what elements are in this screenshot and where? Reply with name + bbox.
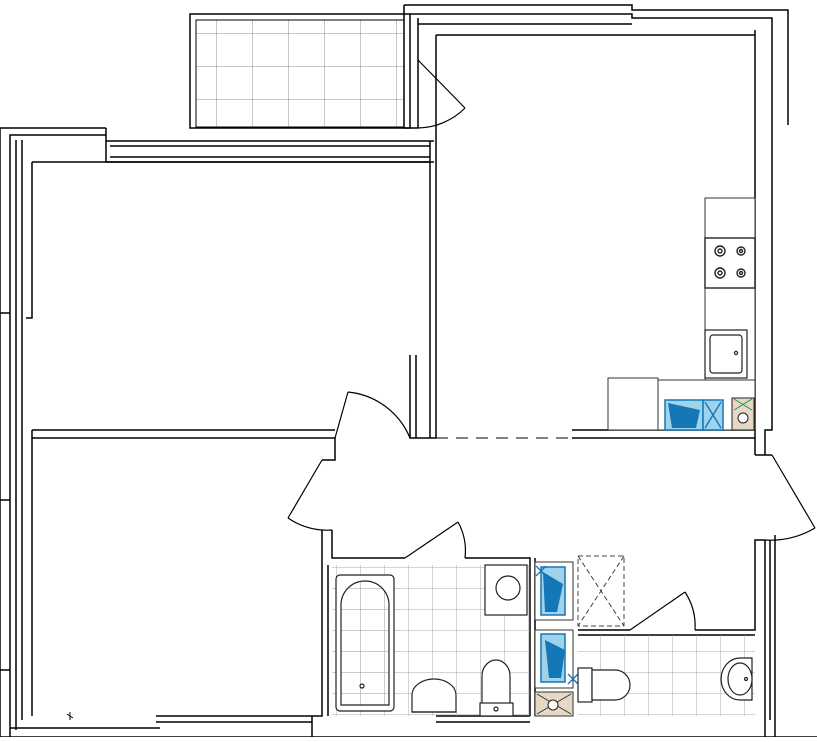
shower-drain-icon	[577, 555, 625, 627]
wc-toilet-icon	[577, 667, 631, 703]
washing-machine-icon	[664, 399, 724, 431]
interior-walls	[26, 34, 772, 717]
washbasin-icon	[484, 564, 528, 616]
toilet-icon	[479, 659, 514, 717]
stove-icon	[704, 237, 756, 289]
kitchen-counter	[607, 197, 756, 431]
kitchen-utility-icon	[731, 397, 755, 431]
wc-sink-icon	[720, 657, 753, 701]
marker-icon	[66, 712, 74, 720]
bath-sink-icon	[411, 678, 457, 713]
balcony	[189, 13, 411, 129]
bath-appliance-stack	[534, 561, 579, 717]
kitchen-sink-icon	[704, 329, 748, 379]
doors	[287, 59, 816, 631]
bathtub-icon	[335, 574, 395, 712]
